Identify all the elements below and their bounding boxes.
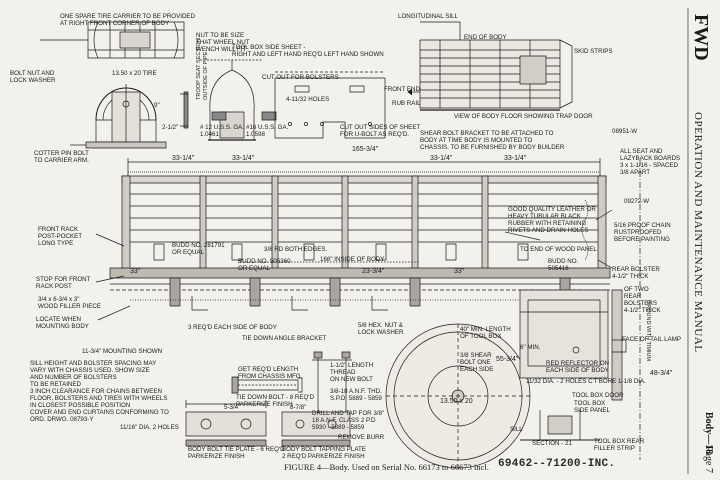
label-wood-filler: 3/4 x 6-3/4 x 3" WOOD FILLER PIECE xyxy=(38,296,101,310)
label-tie-down: TIE DOWN ANGLE BRACKET xyxy=(242,335,327,342)
label-tie-down-bolt: TIE DOWN BOLT - 8 REQ'D PARKERIZE FINISH xyxy=(236,394,314,408)
label-mounting-body: LOCATE WHEN MOUNTING BODY xyxy=(36,316,89,330)
label-shear-bolt-one: 3/8 SHEAR BOLT ONE EACH SIDE xyxy=(460,352,494,373)
label-gauge-12: # 12 U.S.S. GA. 1.0461 xyxy=(200,124,245,138)
label-hex-nut: 5/8 HEX. NUT & LOCK WASHER xyxy=(358,322,404,336)
label-sill: SILL xyxy=(510,426,523,433)
label-sill-height-note: SILL HEIGHT AND BOLSTER SPACING MAY VARY… xyxy=(30,360,169,423)
spare-tire-side-view xyxy=(70,84,166,148)
label-bolt-nut: BOLT NUT AND LOCK WASHER xyxy=(10,70,56,84)
label-proof-chain: 5/16 PROOF CHAIN RUSTPROOFED BEFORE PAIN… xyxy=(614,222,671,243)
label-req-each-side: 3 REQ'D EACH SIDE OF BODY xyxy=(188,324,277,331)
label-nut-size: NUT TO BE SIZE THAT WHEEL NUT WENCH WILL… xyxy=(196,32,250,53)
label-part-08951: 08951-W xyxy=(612,128,638,135)
label-troop-seat: TROOP SEAT SECTION OUTSIDE OF PIPE xyxy=(196,38,209,100)
dim-15: 9" xyxy=(154,102,160,109)
dim-12: 8-7/8" xyxy=(290,404,307,411)
dim-11: 5-3/4" xyxy=(224,404,241,411)
label-red-reflector: RED REFLECTOR ON EACH SIDE OF BODY xyxy=(546,360,610,374)
dim-7: 33" xyxy=(454,268,465,275)
label-holes-4: 4-11/32 HOLES xyxy=(286,96,330,103)
label-tool-box-side-panel: TOOL BOX SIDE PANEL xyxy=(574,400,610,414)
label-seat-boards: ALL SEAT AND LAZYBACK BOARDS 3 x 1-1/16 … xyxy=(620,148,681,176)
page-number: Page 7 xyxy=(703,446,714,473)
label-tool-box-rear: TOOL BOX REAR FILLER STRIP xyxy=(594,438,645,452)
dim-13: 48-3/4" xyxy=(650,370,673,377)
tool-box xyxy=(520,160,640,460)
label-budd-505360: BUDD NO. 505360 OR EQUAL xyxy=(238,258,291,272)
label-inside-body: 168" INSIDE OF BODY xyxy=(320,256,385,263)
label-end-wood-panel: TO END OF WOOD PANEL xyxy=(520,246,597,253)
manual-title: OPERATION AND MAINTENANCE MANUAL xyxy=(692,112,704,353)
label-tail-lamp: FACE OF TAIL LAMP xyxy=(622,336,682,343)
dim-8: 23-3/4" xyxy=(362,268,385,275)
label-rear-bolster: REAR BOLSTER 4-1/2" THICK xyxy=(612,266,660,280)
label-tool-box-door: TOOL BOX DOOR xyxy=(572,392,624,399)
label-leather: GOOD QUALITY LEATHER OR HEAVY TUBULAR BL… xyxy=(508,206,596,234)
label-floor-view: VIEW OF BODY FLOOR SHOWING TRAP DOOR xyxy=(454,113,593,120)
label-tire-size: 13.50 x 20 TIRE xyxy=(112,70,157,77)
label-budd-505416: BUDD NO. 505416 xyxy=(548,258,579,272)
label-tire-wheel: 13.50 x 20 xyxy=(440,398,473,405)
label-shear-bolt-bracket: SHEAR BOLT BRACKET TO BE ATTACHED TO BOD… xyxy=(420,130,565,151)
dim-4: 33-1/4" xyxy=(430,155,453,162)
figure-caption: FIGURE 4—Body. Used on Serial No. 66173 … xyxy=(284,462,489,472)
dim-2: 33-1/4" xyxy=(232,155,255,162)
body-bolt-tapping-plate xyxy=(282,412,350,446)
label-mounting-shown: 11-3/4" MOUNTING SHOWN xyxy=(82,348,163,355)
tie-down-bolt xyxy=(232,377,302,393)
label-get-length: GET REQ'D LENGTH FROM CHASSIS MFG. xyxy=(238,366,303,380)
label-spare-tire: ONE SPARE TIRE CARRIER TO BE PROVIDED AT… xyxy=(60,13,196,27)
label-remove-burr: REMOVE BURR xyxy=(338,434,385,441)
label-cut-out-bolsters: CUT OUT FOR BOLSTERS xyxy=(262,74,339,81)
label-gauge-16: #16 U.S.S. GA. 1.0598 xyxy=(246,124,289,138)
label-tie-plate: BODY BOLT TIE PLATE - 6 REQ'D PARKERIZE … xyxy=(188,446,285,460)
label-skid-strips: SKID STRIPS xyxy=(574,48,613,55)
label-anf-thd: 3/8-18 A.N.F. THD. S.P.D 5889 - 5859 xyxy=(330,388,382,402)
label-front-end: FRONT END xyxy=(384,86,420,93)
label-part-09272: 09272-W xyxy=(624,198,650,205)
label-stop-rack: STOP FOR FRONT RACK POST xyxy=(36,276,91,290)
label-longitudinal-sill: LONGITUDINAL SILL xyxy=(398,13,458,20)
tool-box-side-sheet xyxy=(275,72,385,138)
label-front-rack: FRONT RACK POST-POCKET LONG TYPE xyxy=(38,226,83,247)
label-holes-11-16: 11/16" DIA. 2 HOLES xyxy=(120,424,179,431)
label-rub-rail: RUB RAIL xyxy=(392,100,421,107)
label-two-rear-bolsters: OF TWO REAR BOLSTERS 4-1/2" THICK xyxy=(624,286,661,314)
troop-seat-section xyxy=(180,92,188,128)
dim-14: 2-1/2" xyxy=(162,124,179,131)
label-cotter-pin: COTTER PIN BOLT TO CARRIER ARM. xyxy=(34,150,89,164)
label-rd-both-edges: 3/8 RD BOTH EDGES. xyxy=(264,246,328,253)
spare-tire-carrier-top-view xyxy=(40,22,184,58)
label-section: SECTION - 21 xyxy=(532,440,572,447)
dim-10: 55-3/4" xyxy=(496,356,519,363)
label-tapping-plate: BODY BOLT TAPPING PLATE 2 REQ'D PARKERIZ… xyxy=(282,446,366,460)
label-min-length: 40" MIN. LENGTH OF TOOL BOX xyxy=(460,326,511,340)
dim-9: 6" MIN. xyxy=(520,344,541,351)
rear-wheel xyxy=(386,324,530,468)
label-tool-box-sheet: TOOL BOX SIDE SHEET - RIGHT AND LEFT HAN… xyxy=(232,44,384,58)
dim-3: 165-3/4" xyxy=(352,146,379,153)
serial-stamp: 69462--71200-INC. xyxy=(498,458,616,470)
label-drill-tap: DRILL AND TAP FOR 3/8" 18 A.N.F. CLASS 2… xyxy=(312,410,385,431)
body-side-elevation xyxy=(96,158,612,320)
section-21 xyxy=(520,410,600,440)
label-thread-u-bolt: 1-1/2" LENGTH THREAD ON NEW BOLT xyxy=(330,362,374,383)
dim-1: 33-1/4" xyxy=(172,155,195,162)
label-holes-11-32: 11/32 DIA. - 2 HOLES C'T'BORE 1-1/8 DIA. xyxy=(526,378,646,385)
body-floor-view xyxy=(408,22,572,110)
label-end-of-body: END OF BODY xyxy=(464,34,507,41)
dim-6: 33" xyxy=(130,268,141,275)
body-bolt-tie-plate xyxy=(186,400,266,446)
label-budd-281791: BUDD NO. 281791 OR EQUAL xyxy=(172,242,225,256)
brand-logo: FWD xyxy=(690,14,712,61)
label-cut-out-sides: CUT OUT SIDES OF SHEET FOR U-BOLT AS REQ… xyxy=(340,124,421,138)
gauge-sections xyxy=(212,112,276,120)
dim-5: 33-1/4" xyxy=(504,155,527,162)
